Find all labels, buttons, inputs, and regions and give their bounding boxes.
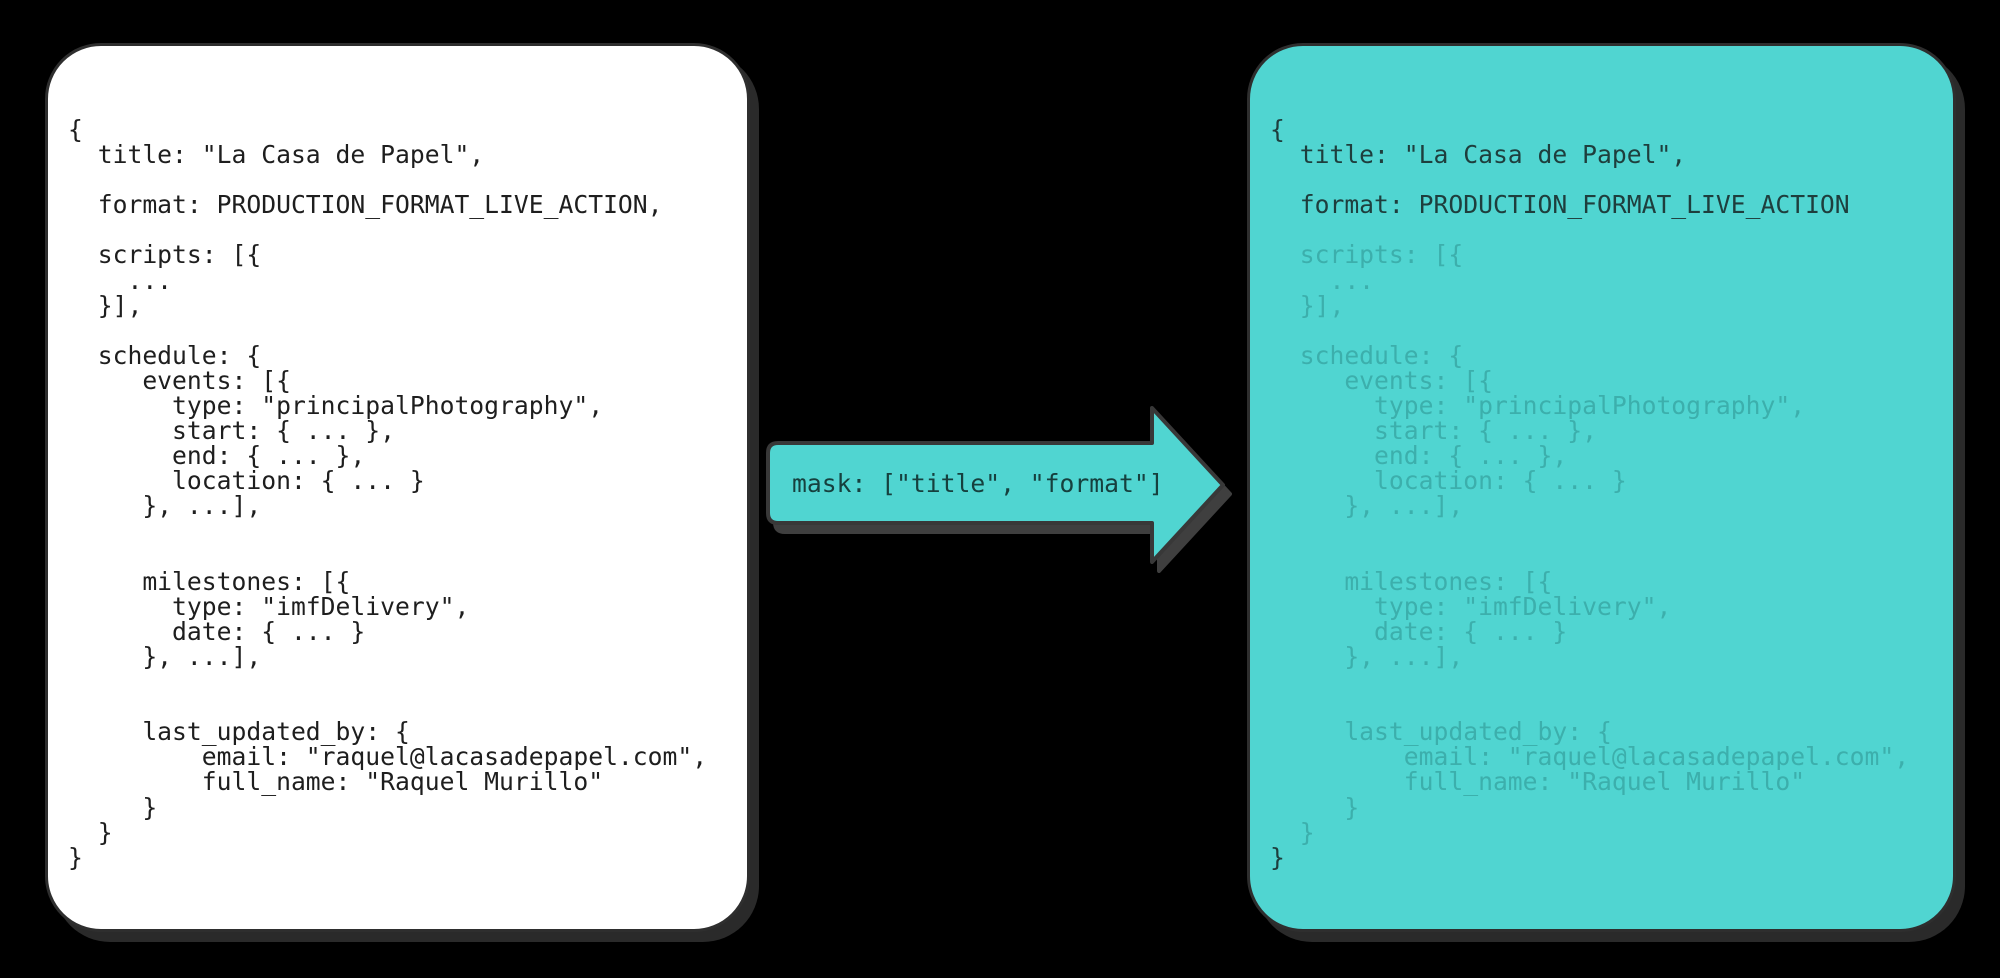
code-line: end: { ... },: [68, 441, 366, 471]
code-line: type: "imfDelivery",: [1270, 591, 1672, 621]
code-line: }, ...],: [68, 491, 262, 521]
code-line: }, ...],: [68, 641, 262, 671]
code-line: schedule: {: [1270, 340, 1464, 370]
code-line: [68, 669, 729, 694]
code-line: [68, 519, 729, 544]
code-line: [68, 217, 729, 242]
code-line: milestones: [{: [1270, 566, 1553, 596]
code-line: milestones: [{: [68, 566, 351, 596]
code-line: full_name: "Raquel Murillo": [1270, 767, 1806, 797]
code-line: [68, 544, 729, 569]
code-line: scripts: [{: [68, 240, 262, 270]
code-line: location: { ... }: [68, 466, 425, 496]
right-arrow-icon: [766, 406, 1225, 564]
code-line: location: { ... }: [1270, 466, 1627, 496]
code-line: }, ...],: [1270, 641, 1464, 671]
code-line: [1270, 318, 1935, 343]
code-line: last_updated_by: {: [1270, 717, 1612, 747]
code-line: [68, 167, 729, 192]
code-line: type: "principalPhotography",: [1270, 391, 1806, 421]
code-line: date: { ... }: [1270, 616, 1568, 646]
code-line: format: PRODUCTION_FORMAT_LIVE_ACTION: [1270, 190, 1850, 220]
code-line: }],: [1270, 290, 1345, 320]
code-line: ...: [68, 265, 173, 295]
code-line: }: [68, 842, 83, 872]
code-line: title: "La Casa de Papel",: [1270, 140, 1687, 170]
code-line: type: "principalPhotography",: [68, 391, 604, 421]
mask-arrow-label: mask: ["title", "format"]: [792, 468, 1164, 498]
masked-code-block: { title: "La Casa de Papel", format: PRO…: [1250, 46, 1953, 870]
source-code-block: { title: "La Casa de Papel", format: PRO…: [48, 46, 747, 870]
masked-json-panel: { title: "La Casa de Papel", format: PRO…: [1247, 43, 1956, 932]
mask-arrow: mask: ["title", "format"]: [763, 400, 1228, 570]
code-line: title: "La Casa de Papel",: [68, 140, 485, 170]
code-line: schedule: {: [68, 340, 262, 370]
code-line: [1270, 694, 1935, 719]
code-line: events: [{: [68, 365, 291, 395]
code-line: last_updated_by: {: [68, 717, 410, 747]
source-json-panel: { title: "La Casa de Papel", format: PRO…: [45, 43, 750, 932]
code-line: [1270, 217, 1935, 242]
code-line: date: { ... }: [68, 616, 366, 646]
code-line: }: [1270, 842, 1285, 872]
code-line: {: [68, 115, 83, 144]
code-line: type: "imfDelivery",: [68, 591, 470, 621]
code-line: }, ...],: [1270, 491, 1464, 521]
code-line: email: "raquel@lacasadepapel.com",: [68, 742, 708, 772]
code-line: ...: [1270, 265, 1375, 295]
code-line: end: { ... },: [1270, 441, 1568, 471]
code-line: [68, 318, 729, 343]
code-line: start: { ... },: [68, 416, 395, 446]
code-line: }: [68, 817, 113, 847]
code-line: scripts: [{: [1270, 240, 1464, 270]
code-line: }: [1270, 817, 1315, 847]
code-line: [1270, 669, 1935, 694]
code-line: full_name: "Raquel Murillo": [68, 767, 604, 797]
code-line: }: [1270, 792, 1360, 822]
code-line: [1270, 544, 1935, 569]
code-line: }],: [68, 290, 143, 320]
code-line: email: "raquel@lacasadepapel.com",: [1270, 742, 1910, 772]
code-line: [1270, 167, 1935, 192]
code-line: events: [{: [1270, 365, 1493, 395]
code-line: format: PRODUCTION_FORMAT_LIVE_ACTION,: [68, 190, 663, 220]
code-line: }: [68, 792, 158, 822]
code-line: [1270, 519, 1935, 544]
code-line: [68, 694, 729, 719]
code-line: start: { ... },: [1270, 416, 1597, 446]
code-line: {: [1270, 115, 1285, 144]
